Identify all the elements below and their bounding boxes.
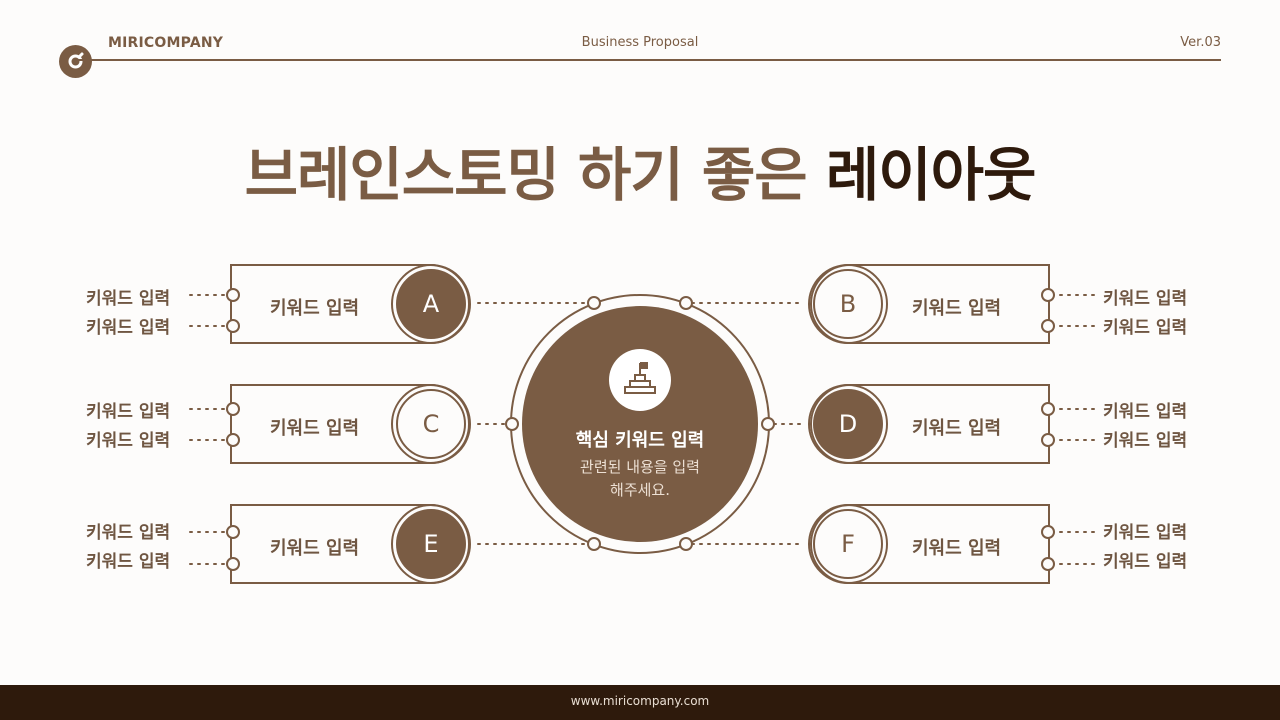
footer-url[interactable]: www.miricompany.com bbox=[570, 694, 710, 708]
core-description: 관련된 내용을 입력 해주세요. bbox=[520, 456, 760, 502]
header-divider bbox=[74, 59, 1221, 61]
node-e-keyword-2: 키워드 입력 bbox=[86, 552, 171, 572]
node-b-keyword-2: 키워드 입력 bbox=[1103, 318, 1188, 338]
node-a-label: 키워드 입력 bbox=[270, 298, 360, 319]
core-desc-line-1: 관련된 내용을 입력 bbox=[580, 458, 700, 476]
node-c-keyword-1: 키워드 입력 bbox=[86, 402, 171, 422]
node-d-badge: D bbox=[813, 389, 883, 459]
node-f-keyword-1: 키워드 입력 bbox=[1103, 523, 1188, 543]
logo-icon bbox=[68, 52, 84, 69]
core-icon-circle bbox=[609, 349, 671, 411]
footer-bar: www.miricompany.com bbox=[0, 685, 1280, 720]
node-f-keyword-2: 키워드 입력 bbox=[1103, 552, 1188, 572]
node-b-badge: B bbox=[813, 269, 883, 339]
node-c-label: 키워드 입력 bbox=[270, 418, 360, 439]
version-label: Ver.03 bbox=[1180, 35, 1221, 50]
brand-name: MIRICOMPANY bbox=[108, 35, 224, 51]
node-f-badge: F bbox=[813, 509, 883, 579]
node-e-keyword-1: 키워드 입력 bbox=[86, 523, 171, 543]
node-b-label: 키워드 입력 bbox=[912, 298, 1002, 319]
node-d-keyword-2: 키워드 입력 bbox=[1103, 431, 1188, 451]
title-part-2: 레이아웃 bbox=[825, 141, 1036, 209]
node-a-keyword-1: 키워드 입력 bbox=[86, 289, 171, 309]
node-d-keyword-1: 키워드 입력 bbox=[1103, 402, 1188, 422]
page-title: 브레인스토밍 하기 좋은 레이아웃 bbox=[0, 128, 1280, 212]
node-a-badge: A bbox=[396, 269, 466, 339]
node-b-keyword-1: 키워드 입력 bbox=[1103, 289, 1188, 309]
node-e-badge: E bbox=[396, 509, 466, 579]
node-f-label: 키워드 입력 bbox=[912, 538, 1002, 559]
title-part-1: 브레인스토밍 하기 좋은 bbox=[244, 141, 826, 209]
core-keyword-title: 핵심 키워드 입력 bbox=[575, 430, 705, 451]
podium-flag-icon bbox=[624, 362, 656, 394]
node-a-keyword-2: 키워드 입력 bbox=[86, 318, 171, 338]
node-e-label: 키워드 입력 bbox=[270, 538, 360, 559]
document-title: Business Proposal bbox=[581, 35, 699, 50]
node-d-label: 키워드 입력 bbox=[912, 418, 1002, 439]
node-c-badge: C bbox=[396, 389, 466, 459]
company-logo bbox=[59, 45, 92, 78]
node-c-keyword-2: 키워드 입력 bbox=[86, 431, 171, 451]
core-desc-line-2: 해주세요. bbox=[610, 481, 670, 499]
